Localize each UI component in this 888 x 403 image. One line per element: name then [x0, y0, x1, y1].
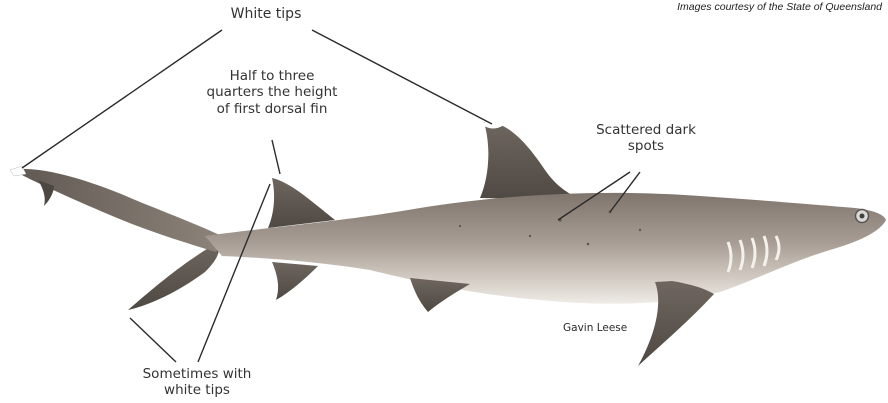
label-second-dorsal-height: Half to three quarters the height of fir…: [192, 68, 352, 117]
caudal-fin-lower-lobe: [128, 242, 219, 310]
caudal-fin-upper-lobe: [12, 169, 222, 252]
anal-fin: [272, 262, 318, 300]
label-white-tips: White tips: [218, 6, 314, 23]
second-dorsal-fin: [268, 178, 335, 228]
pelvic-fin: [410, 278, 470, 312]
label-sometimes-white-tips: Sometimes with white tips: [122, 366, 272, 399]
first-dorsal-fin: [480, 122, 585, 200]
photo-credit: Gavin Leese: [563, 322, 627, 334]
label-scattered-dark-spots: Scattered dark spots: [596, 122, 696, 155]
